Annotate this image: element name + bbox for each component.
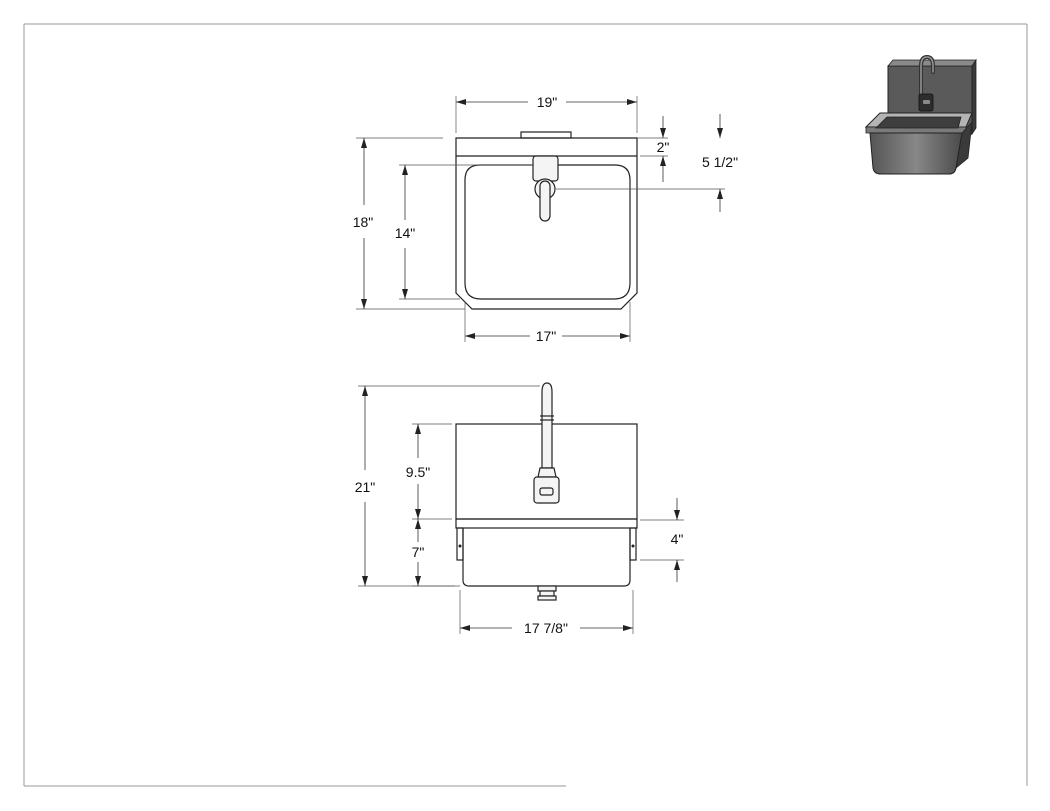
dim-label-width-top: 19" bbox=[537, 94, 558, 110]
front-bowl bbox=[462, 528, 631, 587]
dim-label-faucet-offset: 5 1/2" bbox=[702, 154, 738, 170]
dim-label-bowl-depth: 14" bbox=[395, 225, 416, 241]
backsplash-tab bbox=[520, 131, 572, 139]
dim-bowl-depth: 14" bbox=[395, 164, 533, 300]
dim-bowl-width-top: 17" bbox=[464, 302, 631, 344]
front-deck bbox=[455, 518, 638, 529]
top-view-bowl bbox=[464, 164, 631, 300]
dim-top-depth: 18" bbox=[353, 137, 465, 310]
dim-label-overall-height: 21" bbox=[355, 479, 376, 495]
dim-label-apron-height: 4" bbox=[671, 531, 684, 547]
dim-front-height: 21" bbox=[355, 385, 540, 587]
drain-icon bbox=[537, 585, 557, 601]
dim-label-backsplash-offset: 2" bbox=[657, 139, 670, 155]
dim-apron-height: 4" bbox=[640, 498, 684, 582]
dim-label-bowl-width-front: 17 7/8" bbox=[524, 620, 568, 636]
top-view: 19" 18" 14" bbox=[353, 94, 738, 344]
dim-label-backsplash-height: 9.5" bbox=[406, 464, 430, 480]
sheet-border bbox=[23, 23, 1028, 787]
right-bracket bbox=[629, 527, 637, 561]
dim-faucet-offsets: 2" 5 1/2" bbox=[556, 114, 738, 212]
isometric-sink-icon bbox=[864, 54, 977, 175]
dim-label-depth-top: 18" bbox=[353, 214, 374, 230]
faucet-front-icon bbox=[533, 382, 560, 504]
dim-label-bowl-width-top: 17" bbox=[536, 328, 557, 344]
dim-bowl-width-front: 17 7/8" bbox=[459, 590, 634, 636]
dim-label-bowl-height: 7" bbox=[412, 544, 425, 560]
dim-bowl-height: 7" bbox=[412, 519, 455, 587]
dim-backsplash-height: 9.5" bbox=[406, 423, 452, 520]
faucet-top-icon bbox=[532, 155, 559, 222]
front-view: 21" 9.5" 7" 4" bbox=[355, 382, 684, 636]
dim-top-width: 19" bbox=[455, 94, 638, 133]
left-bracket bbox=[456, 527, 464, 561]
